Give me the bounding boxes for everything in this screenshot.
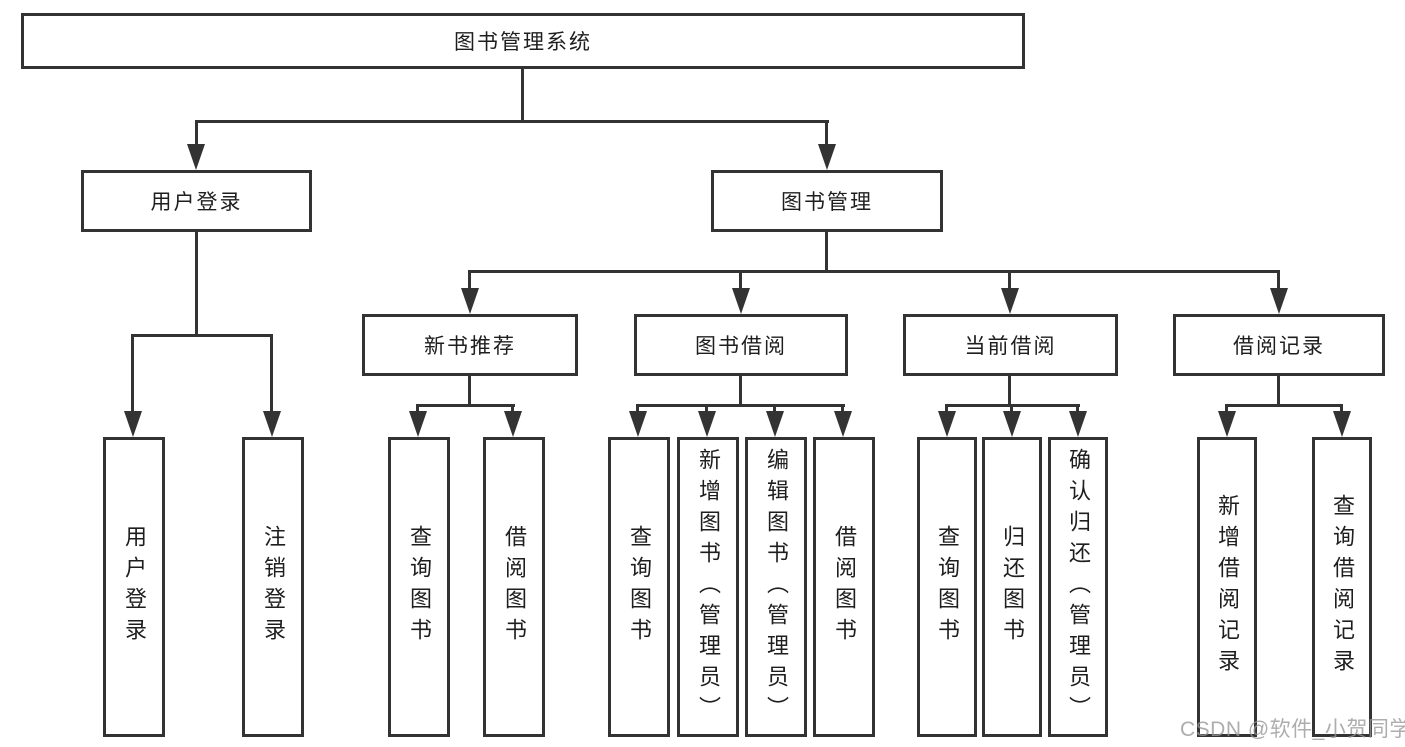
node-label: 用户登录 (150, 191, 243, 214)
connector-line (416, 404, 515, 407)
connector-line (468, 270, 1280, 273)
arrowhead-down-icon (1003, 411, 1021, 437)
node-label: 查询图书 (407, 525, 432, 649)
node-label: 借阅记录 (1233, 335, 1325, 358)
arrowhead-down-icon (1270, 288, 1288, 314)
csdn-watermark: CSDN @软件_小贺同学 (1180, 718, 1405, 741)
leaf-query-borrow-record: 查询借阅记录 (1312, 437, 1372, 737)
arrowhead-down-icon (1001, 288, 1019, 314)
connector-line (1008, 376, 1011, 407)
node-book-borrowing: 图书借阅 (634, 314, 848, 376)
arrowhead-down-icon (124, 411, 142, 437)
connector-line (1076, 404, 1079, 415)
leaf-query-books: 查询图书 (608, 437, 670, 737)
connector-line (945, 404, 948, 415)
arrowhead-down-icon (834, 411, 852, 437)
leaf-borrow-books: 借阅图书 (483, 437, 545, 737)
leaf-query-books: 查询图书 (388, 437, 450, 737)
arrowhead-down-icon (938, 411, 956, 437)
node-label: 归还图书 (1000, 525, 1025, 649)
connector-line (636, 404, 639, 415)
connector-line (705, 404, 708, 415)
connector-line (739, 376, 742, 407)
node-label: 注销登录 (261, 525, 286, 649)
arrowhead-down-icon (504, 411, 522, 437)
node-label: 新增图书（管理员） (696, 447, 721, 727)
leaf-add-books-admin: 新增图书（管理员） (677, 437, 739, 737)
connector-line (468, 270, 471, 290)
connector-line (195, 232, 198, 336)
arrowhead-down-icon (461, 288, 479, 314)
connector-line (270, 334, 273, 415)
arrowhead-down-icon (629, 411, 647, 437)
node-label: 借阅图书 (832, 525, 857, 649)
connector-line (131, 334, 273, 337)
node-label: 查询图书 (935, 525, 960, 649)
leaf-logout: 注销登录 (242, 437, 304, 737)
node-label: 借阅图书 (502, 525, 527, 649)
connector-line (739, 270, 742, 290)
arrowhead-down-icon (409, 411, 427, 437)
connector-line (1008, 270, 1011, 290)
node-label: 新增借阅记录 (1215, 494, 1240, 680)
arrowhead-down-icon (187, 144, 205, 170)
arrowhead-down-icon (1218, 411, 1236, 437)
connector-line (1277, 376, 1280, 407)
connector-line (131, 334, 134, 415)
node-current-borrowing: 当前借阅 (903, 314, 1118, 376)
node-new-book-recommend: 新书推荐 (362, 314, 578, 376)
connector-line (1340, 404, 1343, 415)
node-label: 图书管理系统 (454, 31, 592, 54)
arrowhead-down-icon (766, 411, 784, 437)
connector-line (521, 68, 524, 122)
connector-line (468, 376, 471, 407)
node-label: 用户登录 (122, 525, 147, 649)
node-borrow-records: 借阅记录 (1173, 314, 1385, 376)
node-label: 查询借阅记录 (1330, 494, 1355, 680)
connector-line (1010, 404, 1013, 415)
connector-line (773, 404, 776, 415)
arrowhead-down-icon (1333, 411, 1351, 437)
arrowhead-down-icon (263, 411, 281, 437)
connector-line (195, 120, 829, 123)
connector-line (195, 120, 198, 152)
node-label: 图书借阅 (695, 335, 787, 358)
leaf-user-login: 用户登录 (103, 437, 165, 737)
node-label: 查询图书 (627, 525, 652, 649)
connector-line (1225, 404, 1228, 415)
node-root-system: 图书管理系统 (21, 13, 1025, 69)
arrowhead-down-icon (818, 144, 836, 170)
connector-line (416, 404, 419, 415)
node-label: 新书推荐 (424, 335, 516, 358)
node-label: 图书管理 (781, 191, 873, 214)
leaf-borrow-books: 借阅图书 (813, 437, 875, 737)
arrowhead-down-icon (1069, 411, 1087, 437)
arrowhead-down-icon (698, 411, 716, 437)
leaf-query-books: 查询图书 (917, 437, 977, 737)
leaf-add-borrow-record: 新增借阅记录 (1197, 437, 1257, 737)
connector-line (825, 120, 828, 152)
node-book-management: 图书管理 (711, 170, 943, 232)
leaf-return-books: 归还图书 (982, 437, 1042, 737)
node-label: 编辑图书（管理员） (764, 447, 789, 727)
connector-line (636, 404, 845, 407)
connector-line (825, 232, 828, 273)
connector-line (841, 404, 844, 415)
leaf-edit-books-admin: 编辑图书（管理员） (745, 437, 807, 737)
node-user-login: 用户登录 (81, 170, 312, 232)
leaf-confirm-return-admin: 确认归还（管理员） (1048, 437, 1108, 737)
connector-line (1225, 404, 1343, 407)
node-label: 确认归还（管理员） (1066, 447, 1091, 727)
connector-line (511, 404, 514, 415)
arrowhead-down-icon (732, 288, 750, 314)
connector-line (1277, 270, 1280, 290)
node-label: 当前借阅 (964, 335, 1057, 358)
